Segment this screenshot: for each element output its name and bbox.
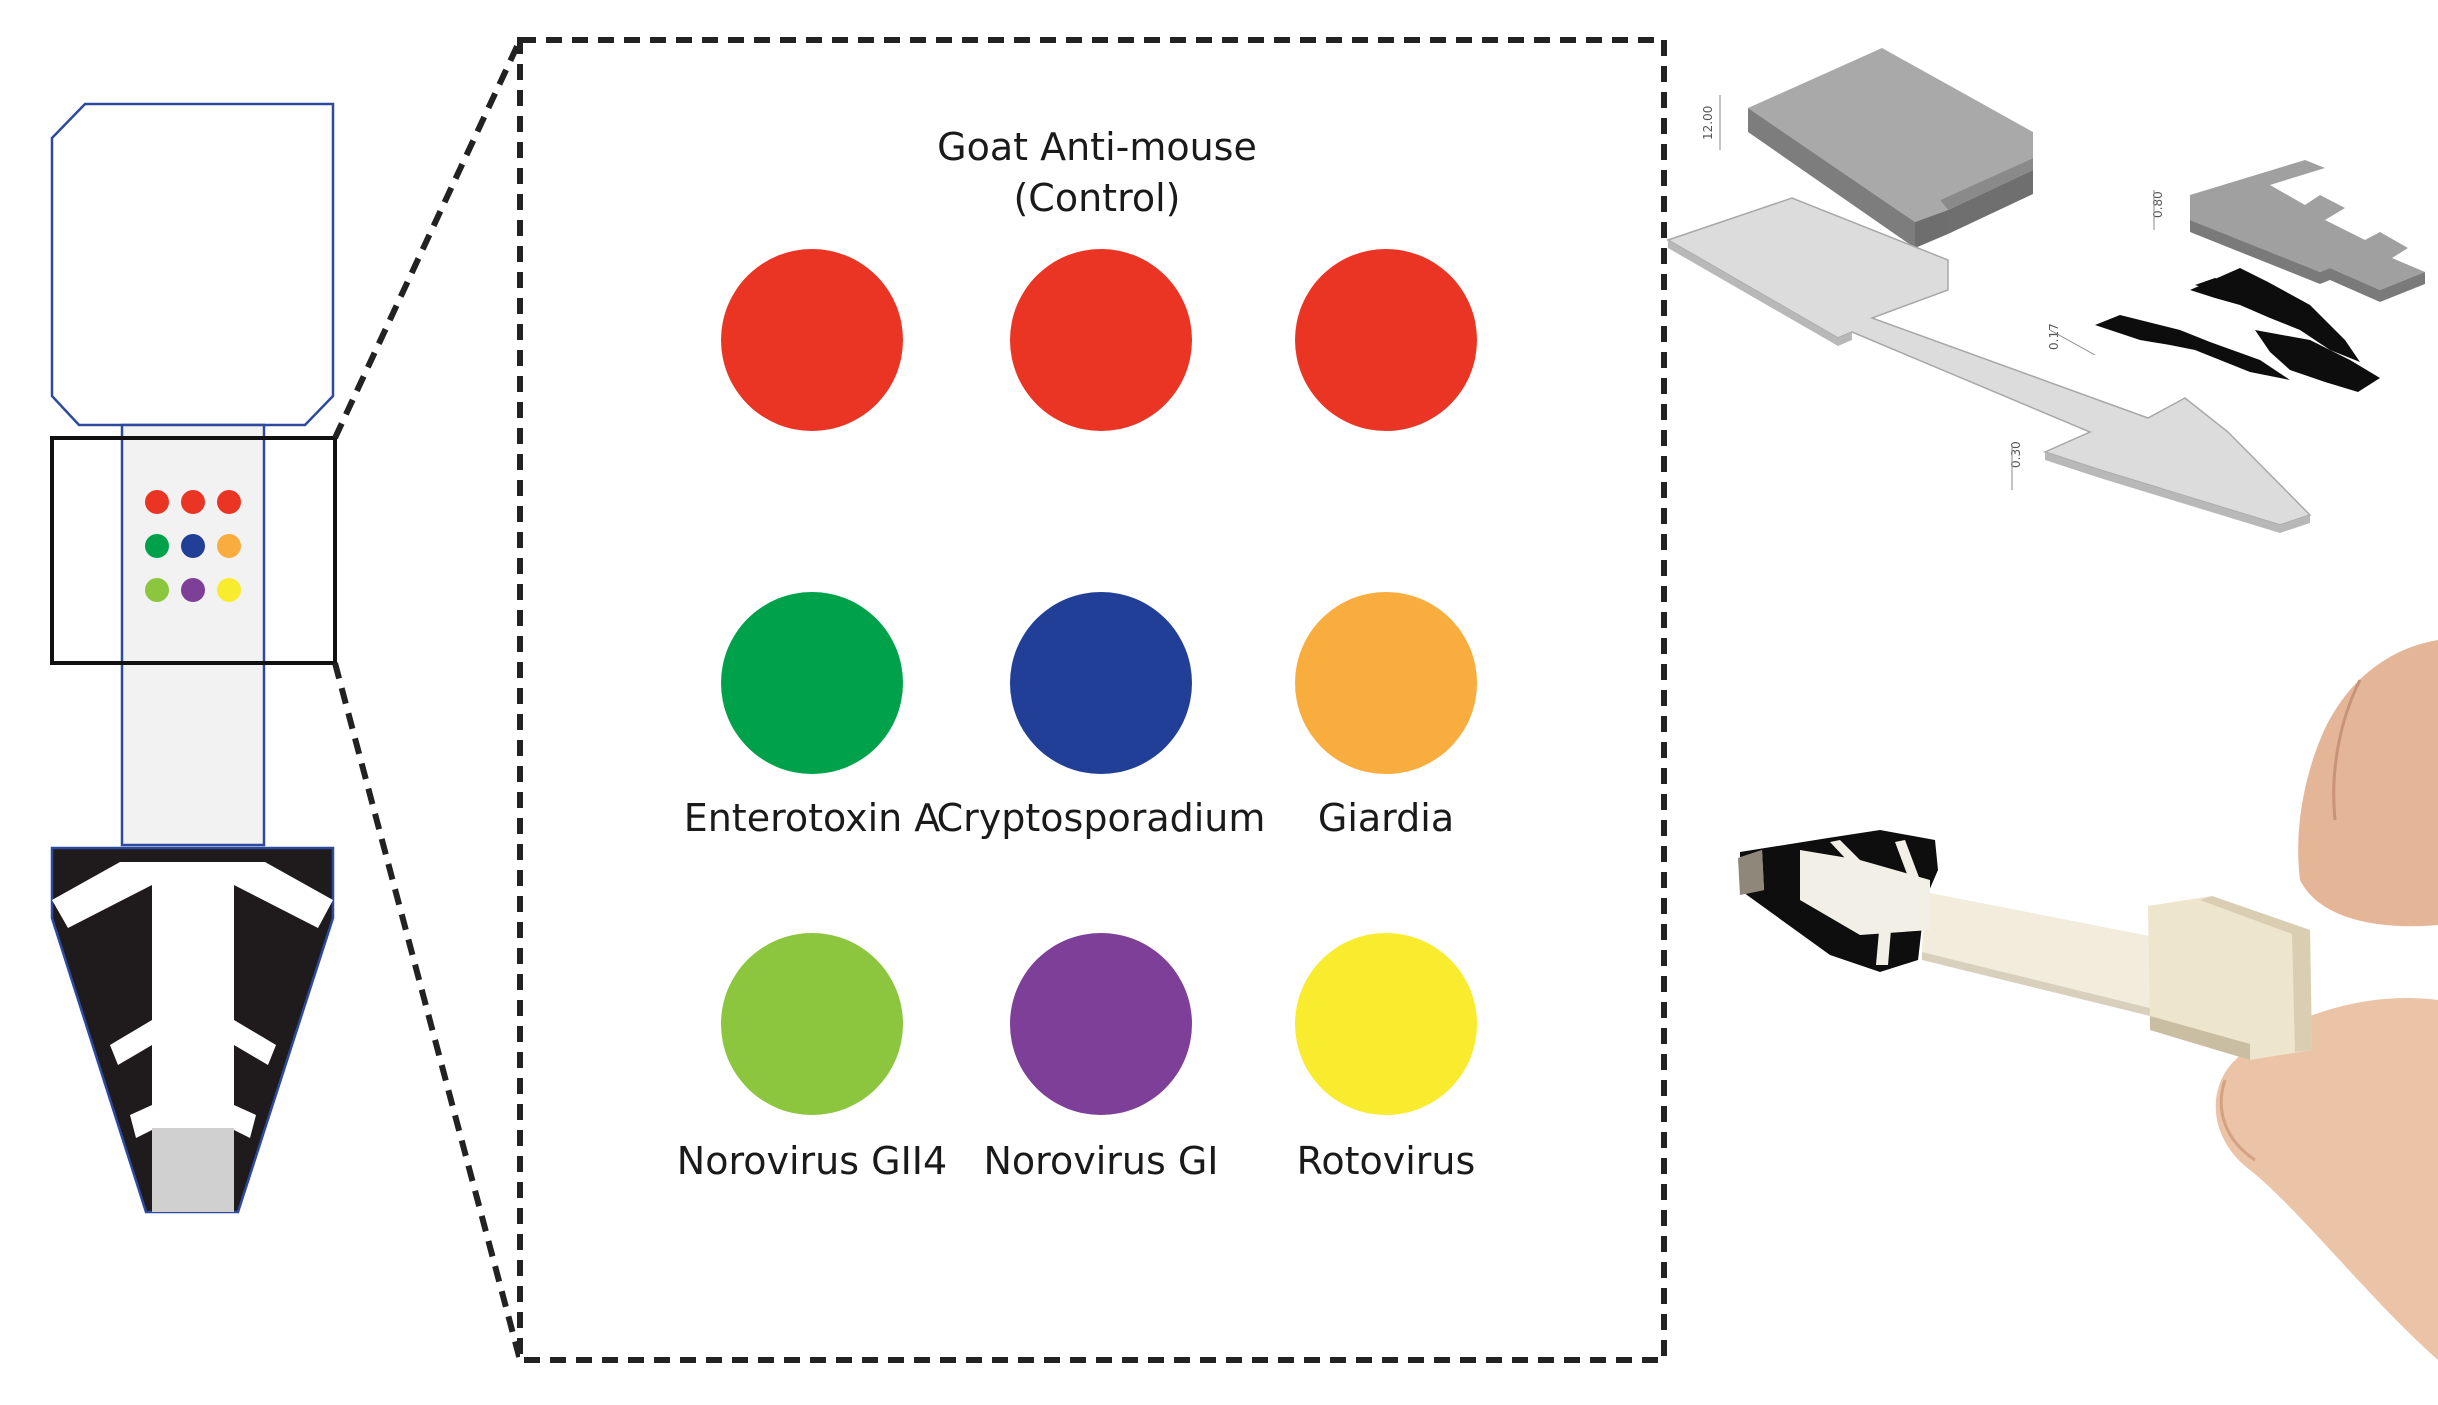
- absorbent-tip: [152, 1128, 234, 1212]
- control-title-line2: (Control): [1013, 176, 1180, 220]
- detection-zone-box: [50, 436, 337, 665]
- device-schematic: [50, 102, 337, 1214]
- spot-label-7: Norovirus GII4: [677, 1139, 947, 1183]
- dim-mid: 0.17: [2047, 323, 2061, 350]
- spot-label-9: Rotovirus: [1297, 1139, 1476, 1183]
- mini-spot: [145, 490, 169, 514]
- mini-spot: [145, 578, 169, 602]
- spot-label-6: Giardia: [1318, 796, 1454, 840]
- spot-1: [721, 249, 903, 431]
- device-photo: [1738, 640, 2438, 1360]
- spot-6: [1295, 592, 1477, 774]
- thumb-bottom: [2215, 998, 2438, 1360]
- photo-strip: [1922, 892, 2160, 1010]
- test-strip: [120, 423, 266, 847]
- spot-7: [721, 933, 903, 1115]
- mini-spot: [181, 578, 205, 602]
- spot-label-8: Norovirus GI: [984, 1139, 1219, 1183]
- cad-black-insert: [2095, 268, 2380, 392]
- spot-5: [1010, 592, 1192, 774]
- spot-2: [1010, 249, 1192, 431]
- cad-clamp: [2190, 160, 2425, 302]
- mini-spot: [181, 534, 205, 558]
- mini-spot: [217, 534, 241, 558]
- control-title-line1: Goat Anti-mouse: [937, 125, 1257, 169]
- dim-right: 0.80: [2151, 191, 2165, 218]
- sample-pad: [50, 102, 335, 427]
- spot-8: [1010, 933, 1192, 1115]
- dim-top: 12.00: [1701, 106, 1715, 140]
- mini-spot: [181, 490, 205, 514]
- zoom-connectors: [332, 38, 523, 1361]
- holder-channels: [52, 862, 333, 1212]
- spot-4: [721, 592, 903, 774]
- spot-3: [1295, 249, 1477, 431]
- mini-spot-array: [145, 490, 241, 602]
- finger-top: [2298, 640, 2438, 927]
- mini-spot: [217, 578, 241, 602]
- cad-exploded-view: 12.00 0.17 0.30 0.80: [1666, 48, 2425, 533]
- dim-low: 0.30: [2009, 441, 2023, 468]
- spot-label-5: Cryptosporadium: [937, 796, 1266, 840]
- spot-9: [1295, 933, 1477, 1115]
- cad-strip-plate: [1666, 197, 2312, 533]
- cad-top-block: [1748, 48, 2033, 248]
- photo-handle: [2148, 896, 2312, 1060]
- spot-label-4: Enterotoxin A: [684, 796, 941, 840]
- mini-spot: [217, 490, 241, 514]
- mini-spot: [145, 534, 169, 558]
